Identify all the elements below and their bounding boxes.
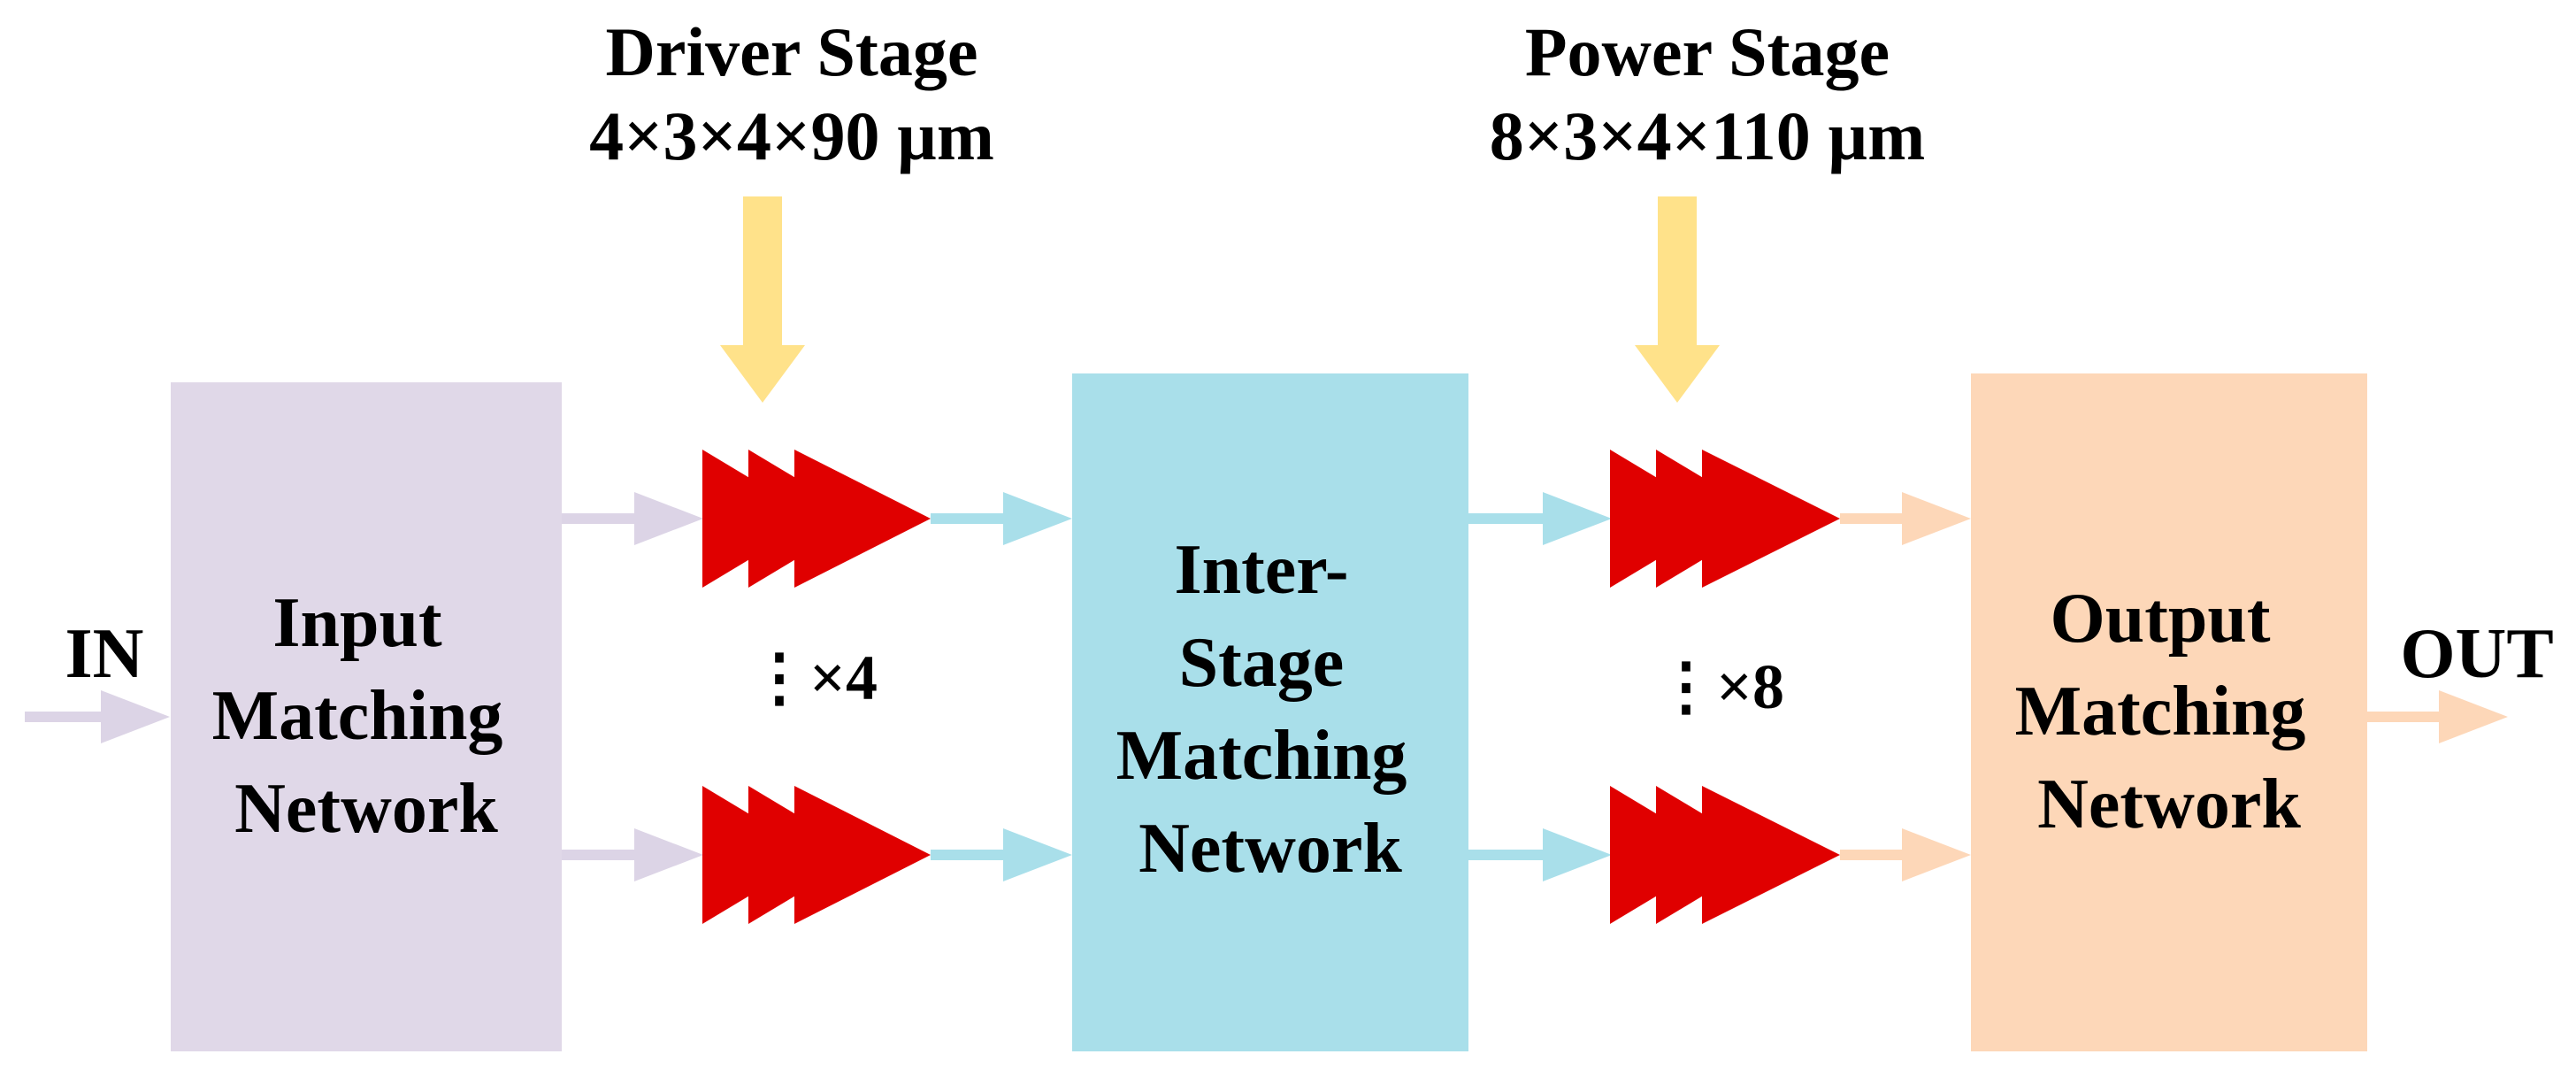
interstage-to-power-bottom-arrow xyxy=(1468,828,1612,881)
output-matching-network-block xyxy=(1971,373,2367,1051)
input-to-driver-top-arrow xyxy=(562,492,703,545)
out-port-label: OUT xyxy=(2400,615,2553,693)
signal-arrows xyxy=(25,492,2508,881)
driver-amplifier-bottom xyxy=(702,786,931,924)
driver-stage-title: Driver Stage xyxy=(606,13,978,90)
amplifier-triangle xyxy=(794,450,931,588)
input-matching-network-block xyxy=(171,382,562,1051)
power-stage-size: 8×3×4×110 µm xyxy=(1490,97,1925,174)
driver-to-interstage-top-arrow xyxy=(931,492,1072,545)
amplifier-groups xyxy=(702,450,1840,924)
power-to-output-bottom-arrow xyxy=(1840,828,1971,881)
driver-multiplier: ×4 xyxy=(809,643,878,713)
in-arrow xyxy=(25,690,170,743)
power-ellipsis: ⋮ xyxy=(1654,651,1718,722)
in-port-label: IN xyxy=(65,615,144,693)
power-bias-arrow xyxy=(1635,196,1720,403)
amplifier-triangle xyxy=(1702,786,1840,924)
input-block-label: Input Matching Network xyxy=(212,584,521,848)
driver-stage-size: 4×3×4×90 µm xyxy=(589,97,994,174)
interstage-block-label: Inter- Stage Matching Network xyxy=(1116,531,1425,888)
power-to-output-top-arrow xyxy=(1840,492,1971,545)
input-to-driver-bottom-arrow xyxy=(562,828,703,881)
interstage-matching-network-block xyxy=(1072,373,1468,1051)
amplifier-triangle xyxy=(794,786,931,924)
power-stage-title: Power Stage xyxy=(1525,13,1890,90)
out-arrow xyxy=(2367,690,2508,743)
output-block-label: Output Matching Network xyxy=(2015,580,2324,843)
power-amplifier-bottom xyxy=(1610,786,1840,924)
driver-to-interstage-bottom-arrow xyxy=(931,828,1072,881)
power-amplifier-top xyxy=(1610,450,1840,588)
driver-amplifier-top xyxy=(702,450,931,588)
interstage-to-power-top-arrow xyxy=(1468,492,1612,545)
amplifier-triangle xyxy=(1702,450,1840,588)
driver-bias-arrow xyxy=(720,196,805,403)
driver-ellipsis: ⋮ xyxy=(748,643,811,713)
power-multiplier: ×8 xyxy=(1716,651,1784,722)
